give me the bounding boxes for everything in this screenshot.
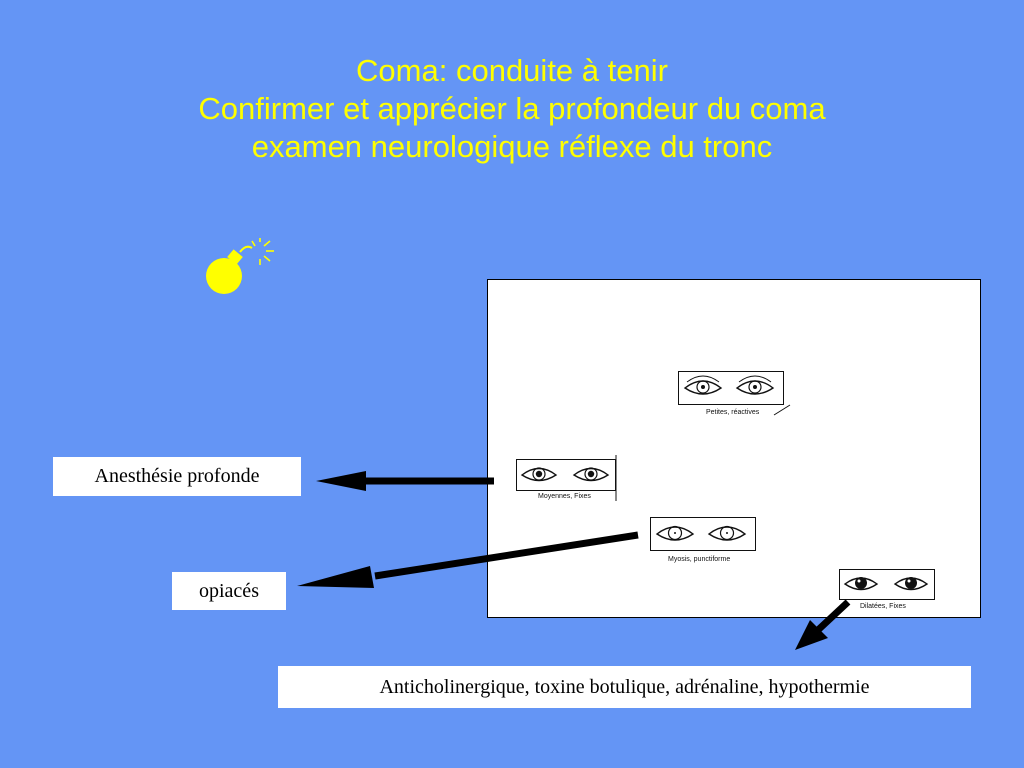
pupil-box-medium [516, 459, 616, 491]
eye-icon [655, 525, 695, 541]
pupil-diagram-panel: Petites, réactives Moyennes, Fixes [487, 279, 981, 618]
pupil-caption-pinpoint: Myosis, punctiforme [668, 556, 731, 563]
anesthesia-label: Anesthésie profonde [53, 457, 301, 496]
pupil-caption-dilated: Dilatées, Fixes [860, 603, 906, 610]
eye-icon [520, 467, 558, 482]
opiates-label: opiacés [172, 572, 286, 610]
pupil-box-small [678, 371, 784, 405]
pupil-box-pinpoint [650, 517, 756, 551]
eye-icon [572, 467, 610, 482]
pupil-caption-medium: Moyennes, Fixes [538, 493, 591, 500]
eye-icon [683, 375, 723, 395]
arrow-to-anesthesia [316, 471, 494, 491]
anticholinergic-label: Anticholinergique, toxine botulique, adr… [278, 666, 971, 708]
pupil-box-dilated [839, 569, 935, 600]
eye-icon [735, 375, 775, 395]
eye-icon [893, 577, 929, 591]
bomb-icon [206, 238, 274, 294]
slide-title: Coma: conduite à tenir Confirmer et appr… [0, 52, 1024, 166]
eye-icon [707, 525, 747, 541]
title-line-3: examen neurologique réflexe du tronc [251, 129, 773, 164]
title-line-1: Coma: conduite à tenir [356, 53, 668, 88]
pupil-caption-small: Petites, réactives [706, 409, 760, 416]
eye-icon [843, 577, 879, 591]
title-line-2: Confirmer et apprécier la profondeur du … [198, 91, 826, 126]
